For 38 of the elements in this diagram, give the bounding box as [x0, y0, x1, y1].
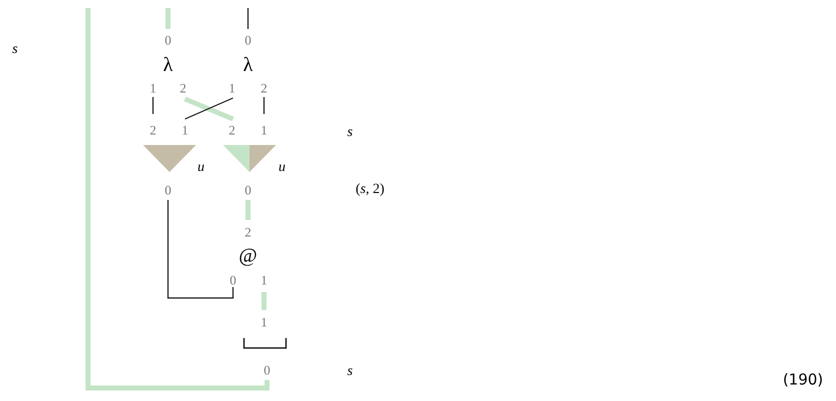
math-label: s [347, 365, 353, 379]
bracket-node [243, 338, 287, 349]
math-label: s [347, 126, 353, 140]
agent-symbol: λ [238, 53, 258, 77]
port-number: 1 [260, 274, 268, 286]
port-number: 0 [244, 184, 252, 196]
port-number: 0 [244, 34, 252, 46]
port-number: 2 [228, 124, 236, 136]
port-number: 0 [164, 184, 172, 196]
port-number: 2 [180, 82, 186, 94]
port-number: 1 [182, 124, 188, 136]
port-number: 0 [164, 34, 172, 46]
node-annotation: u [278, 161, 286, 175]
triangle-node [143, 145, 196, 172]
wire [86, 8, 270, 390]
wire [263, 97, 265, 114]
wire [247, 8, 249, 29]
triangle-node [223, 145, 276, 172]
wire [167, 200, 234, 299]
math-label: s [12, 43, 18, 57]
wire [246, 200, 250, 220]
node-annotation: u [198, 161, 204, 175]
agent-symbol: λ [158, 53, 178, 77]
wire [152, 97, 154, 114]
port-number: 0 [230, 274, 236, 286]
wire [262, 292, 266, 310]
port-number: 1 [150, 82, 156, 94]
port-number: 0 [264, 364, 270, 376]
math-label: (s, 2) [356, 183, 384, 197]
port-number: 2 [260, 82, 268, 94]
port-number: 1 [260, 316, 268, 328]
port-number: 2 [150, 124, 156, 136]
port-number: 1 [260, 124, 268, 136]
equation-number: (190) [782, 372, 824, 388]
agent-symbol: @ [236, 245, 260, 267]
wire [166, 8, 170, 29]
port-number: 1 [228, 82, 236, 94]
port-number: 2 [244, 226, 252, 238]
